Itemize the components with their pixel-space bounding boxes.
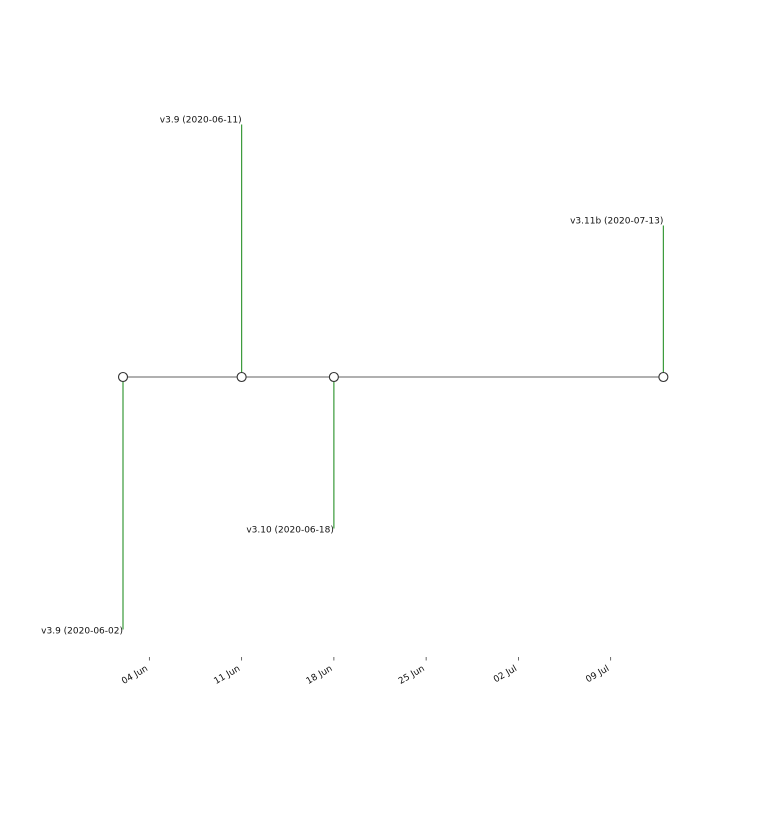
x-tick-label: 11 Jun (213, 664, 243, 687)
event-marker (236, 371, 247, 383)
event-label: v3.10 (2020-06-18) (246, 526, 334, 536)
event-marker (328, 371, 339, 383)
x-tick-label: 02 Jul (492, 664, 519, 685)
event-label: v3.9 (2020-06-11) (160, 116, 242, 126)
event-labels-group: v3.9 (2020-06-02) v3.9 (2020-06-11) v3.10 … (41, 116, 663, 637)
event-marker (658, 371, 669, 383)
x-tick-label: 04 Jun (120, 664, 150, 687)
x-tick-label: 25 Jun (397, 664, 427, 687)
event-label: v3.11b (2020-07-13) (570, 217, 663, 227)
event-label: v3.9 (2020-06-02) (41, 627, 123, 637)
stems-group (122, 124, 664, 630)
markers-group (117, 371, 669, 383)
event-marker (117, 371, 129, 383)
x-tick-label: 18 Jun (305, 664, 335, 687)
x-axis-ticks-group: 04 Jun 11 Jun 18 Jun 25 Jun 02 Jul 09 Jul (120, 657, 611, 687)
x-tick-label: 09 Jul (584, 664, 611, 685)
